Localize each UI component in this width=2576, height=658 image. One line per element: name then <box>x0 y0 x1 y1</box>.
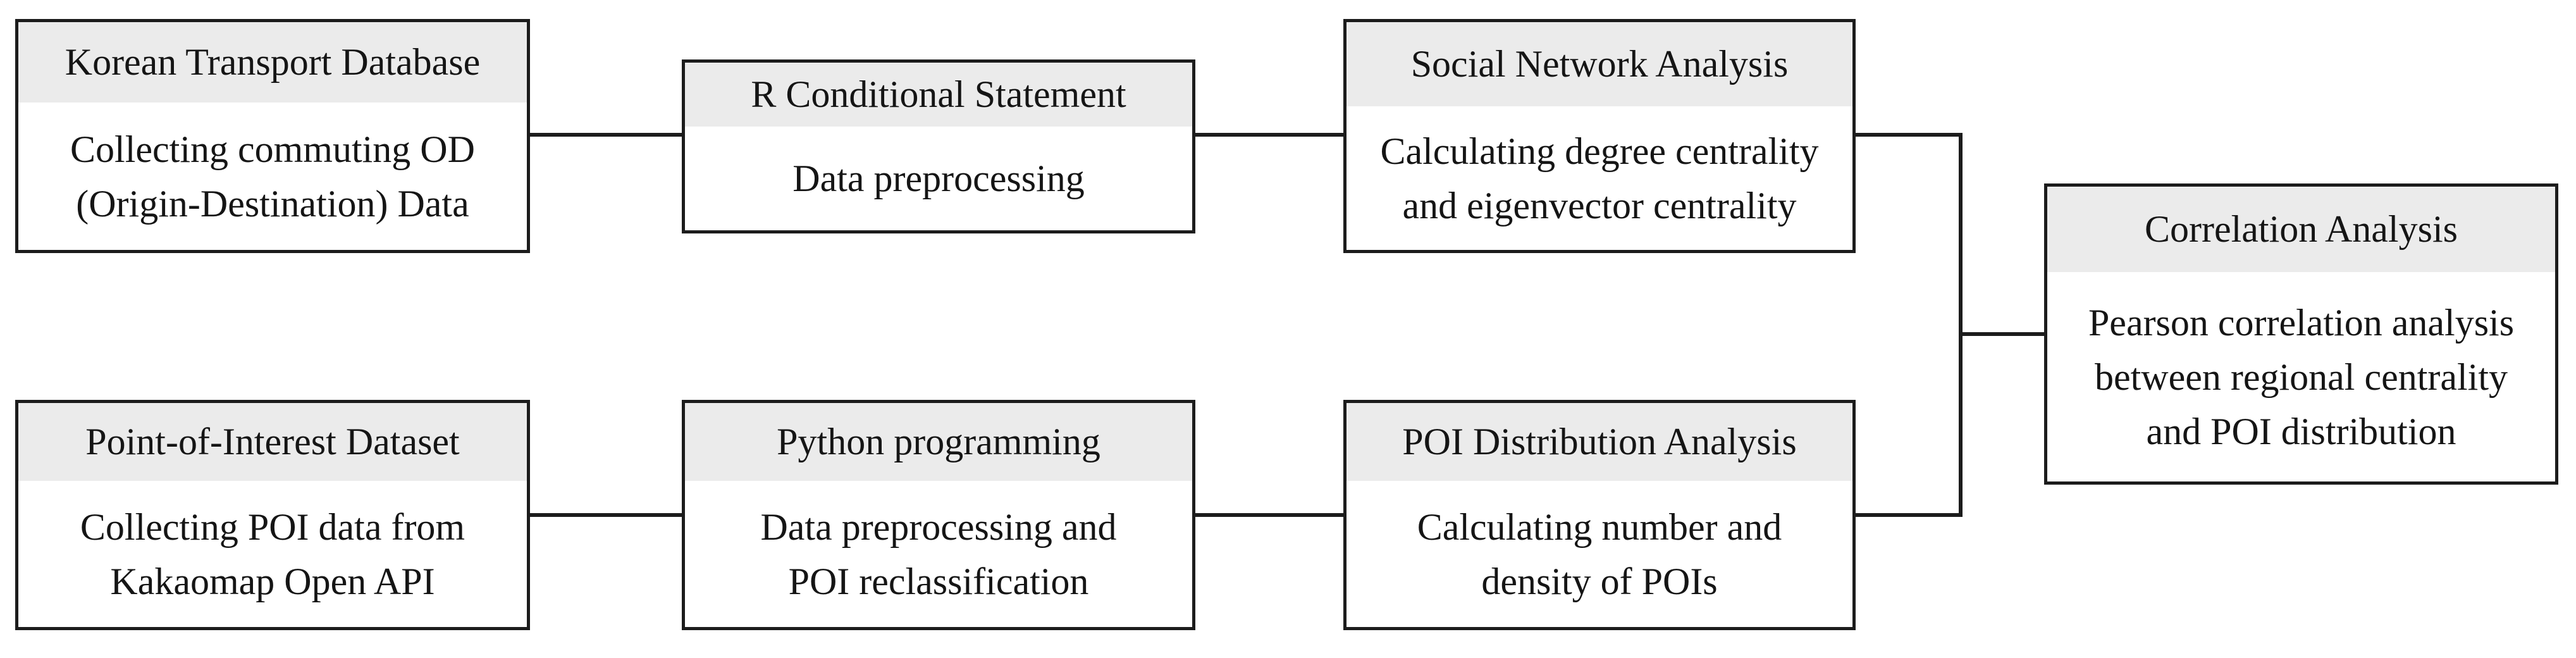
connector-r-conditional-to-social-network <box>1195 133 1343 137</box>
node-python-programming: Python programming Data preprocessing an… <box>682 400 1195 630</box>
node-python-programming-body: Data preprocessing and POI reclassificat… <box>760 506 1117 602</box>
node-correlation-analysis-header: Correlation Analysis <box>2047 187 2555 272</box>
node-correlation-analysis: Correlation Analysis Pearson correlation… <box>2044 183 2558 485</box>
node-social-network-analysis-body: Calculating degree centrality and eigenv… <box>1380 130 1819 227</box>
node-poi-distribution-analysis-header: POI Distribution Analysis <box>1347 403 1852 481</box>
connector-merge-vertical <box>1959 133 1963 517</box>
connector-python-to-poi-distribution <box>1195 513 1343 517</box>
node-r-conditional-statement: R Conditional Statement Data preprocessi… <box>682 59 1195 233</box>
node-point-of-interest-dataset-header: Point-of-Interest Dataset <box>18 403 527 481</box>
node-point-of-interest-dataset-body: Collecting POI data from Kakaomap Open A… <box>80 506 465 602</box>
node-korean-transport-database: Korean Transport Database Collecting com… <box>15 19 530 253</box>
node-poi-distribution-analysis-body: Calculating number and density of POIs <box>1417 506 1782 602</box>
connector-poi-distribution-to-merge <box>1856 513 1963 517</box>
connector-korean-transport-to-r-conditional <box>530 133 682 137</box>
node-python-programming-header: Python programming <box>685 403 1192 481</box>
node-r-conditional-statement-header: R Conditional Statement <box>685 63 1192 127</box>
connector-poi-dataset-to-python <box>530 513 682 517</box>
node-correlation-analysis-body: Pearson correlation analysis between reg… <box>2088 301 2515 452</box>
node-korean-transport-database-header: Korean Transport Database <box>18 22 527 102</box>
connector-merge-to-correlation <box>1959 332 2044 336</box>
node-social-network-analysis-header: Social Network Analysis <box>1347 22 1852 106</box>
node-social-network-analysis: Social Network Analysis Calculating degr… <box>1343 19 1856 253</box>
node-r-conditional-statement-body: Data preprocessing <box>792 158 1085 199</box>
node-korean-transport-database-body: Collecting commuting OD (Origin-Destinat… <box>70 128 475 225</box>
connector-social-network-to-merge <box>1856 133 1963 137</box>
node-poi-distribution-analysis: POI Distribution Analysis Calculating nu… <box>1343 400 1856 630</box>
node-point-of-interest-dataset: Point-of-Interest Dataset Collecting POI… <box>15 400 530 630</box>
